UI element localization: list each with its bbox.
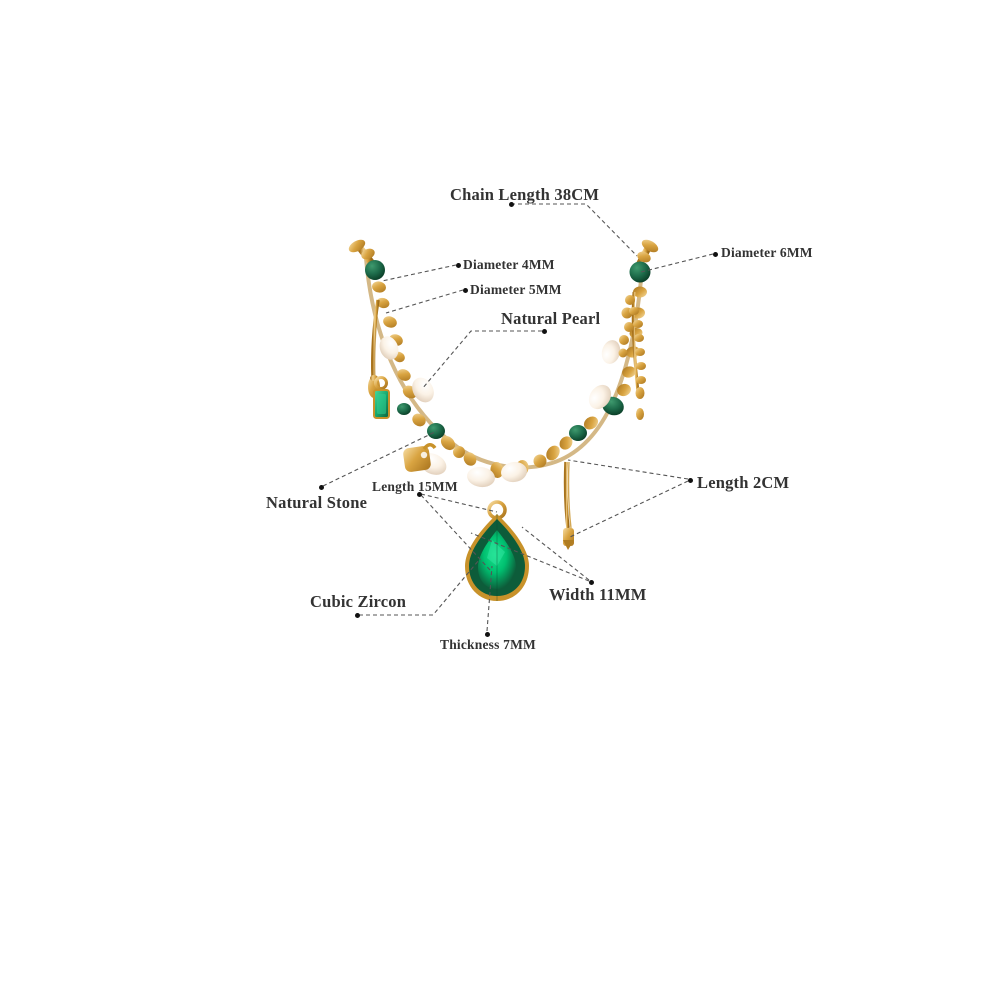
leader-11mm-right [521,526,590,581]
leader-11mm-left [470,532,590,582]
anchor-dot-diameter-4mm [455,262,461,268]
right-tassel [618,291,646,420]
label-length-2cm: Length 2CM [697,473,790,492]
label-diameter-4mm: Diameter 4MM [463,257,555,272]
label-thickness-7mm: Thickness 7MM [440,637,536,652]
label-diameter-5mm: Diameter 5MM [470,282,562,297]
label-diameter-6mm: Diameter 6MM [721,245,813,260]
malachite-bead-mid-left [427,423,445,439]
anchor-dot-diameter-6mm [712,251,718,257]
leader-15mm-top [420,493,498,513]
label-natural-pearl: Natural Pearl [501,309,601,328]
anchor-dot-natural-pearl [541,328,547,334]
label-cubic-zircon: Cubic Zircon [310,592,407,611]
padlock-charm [403,443,437,472]
leader-2cm-bottom [569,480,689,538]
malachite-bead-right [629,261,651,283]
malachite-bead-mid-right [569,425,587,441]
leader-natural-stone [322,430,438,487]
anchor-dot-natural-stone [318,484,324,490]
leader-cubic-zircon [359,559,480,616]
malachite-bead-lower-left [397,403,411,415]
label-natural-stone: Natural Stone [266,493,368,512]
extender-chain [563,461,574,550]
baguette-charm [373,376,390,419]
label-chain-length: Chain Length 38CM [450,185,600,204]
leader-diameter-5mm [385,289,464,314]
leader-diameter-6mm [640,253,714,273]
leader-thickness [486,565,493,632]
leader-2cm-top [567,459,689,480]
leader-diameter-4mm [381,264,457,282]
anchor-dot-width-11mm [588,579,594,585]
anchor-dot-diameter-5mm [462,287,468,293]
anchor-dot-length-2cm [687,477,693,483]
leader-15mm-bottom [420,494,491,571]
anchor-dot-chain-length [508,201,514,207]
label-width-11mm: Width 11MM [549,585,647,604]
freshwater-pearls [379,336,621,488]
anchor-dot-length-15mm [416,491,422,497]
label-length-15mm: Length 15MM [372,479,458,494]
malachite-bead-left [365,260,385,280]
anchor-dot-thickness-7mm [484,631,490,637]
leader-chain-length [511,203,638,257]
necklace-strand [348,239,659,488]
leader-natural-pearl [421,330,542,390]
anchor-dot-cubic-zircon [354,612,360,618]
